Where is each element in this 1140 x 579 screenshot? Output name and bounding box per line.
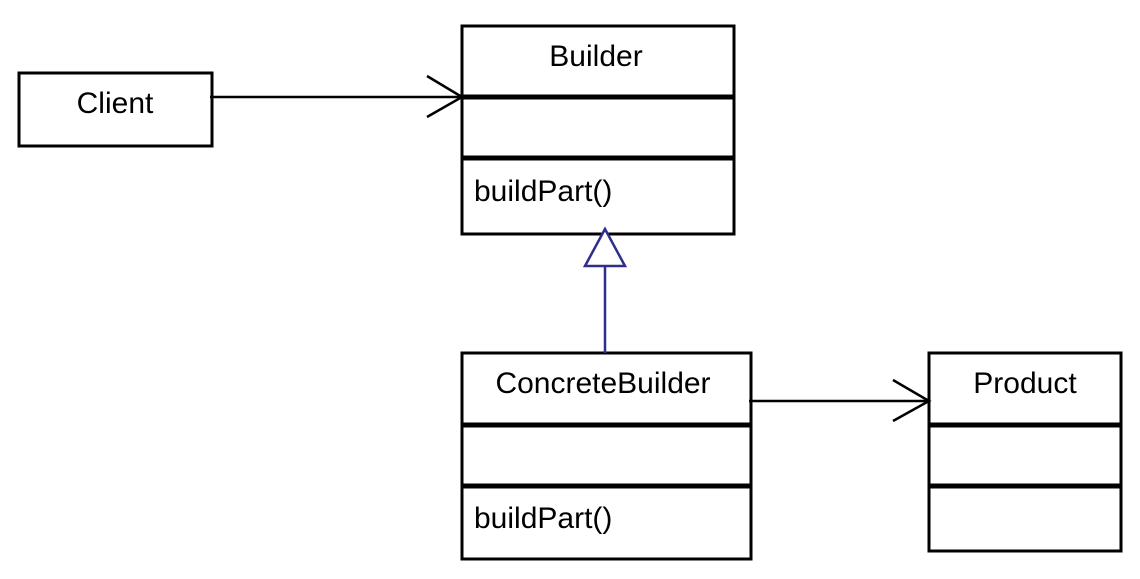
hollow-triangle-arrowhead-icon	[582, 226, 628, 268]
concrete-builder-operation: buildPart()	[474, 502, 612, 535]
client-class-name: Client	[77, 87, 154, 120]
product-class[interactable]: Product	[927, 351, 1123, 553]
client-class[interactable]: Client	[17, 71, 214, 148]
builder-operation: buildPart()	[474, 175, 612, 208]
concrete-builder-class-box	[460, 351, 753, 561]
client-builder-association	[210, 74, 465, 119]
builder-class-box	[460, 24, 736, 236]
builder-class[interactable]: Builder buildPart()	[460, 24, 736, 236]
open-arrowhead-icon	[892, 378, 932, 423]
product-class-name: Product	[973, 367, 1077, 400]
concrete-builder-class[interactable]: ConcreteBuilder buildPart()	[460, 351, 753, 561]
concrete-builder-class-name: ConcreteBuilder	[495, 367, 710, 400]
open-arrowhead-icon	[426, 74, 465, 119]
generalization-relation	[582, 226, 628, 353]
builder-class-name: Builder	[549, 40, 642, 73]
client-class-box	[17, 71, 214, 148]
product-class-box	[927, 351, 1123, 553]
concrete-builder-product-association	[749, 378, 932, 423]
